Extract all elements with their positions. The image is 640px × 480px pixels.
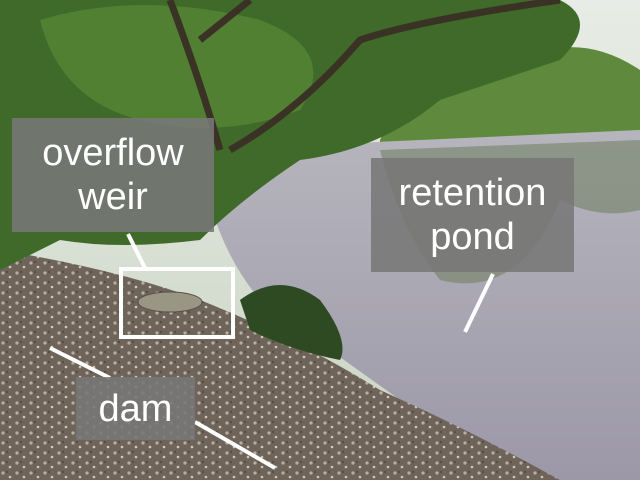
retention-pond-label-line2: pond [430,216,515,258]
dam-label: dam [76,377,195,440]
retention-pond-label-line1: retention [398,172,547,214]
weir-pointer-line [126,233,147,269]
retention-pond-label: retention pond [371,158,574,272]
dam-pointer-line-right [194,420,276,470]
tree-branches [166,0,561,154]
weir-pipe [137,291,203,313]
shrub [240,285,343,360]
overflow-weir-label-line1: overflow [42,132,184,174]
dam-pointer-line-left [49,346,111,380]
overflow-weir-label-line2: weir [78,176,148,218]
canopy-highlight [40,5,314,128]
weir-highlight-box [119,267,235,339]
overflow-weir-label: overflow weir [12,118,214,232]
pond-pointer-line [463,273,495,333]
dam-label-text: dam [98,387,173,430]
